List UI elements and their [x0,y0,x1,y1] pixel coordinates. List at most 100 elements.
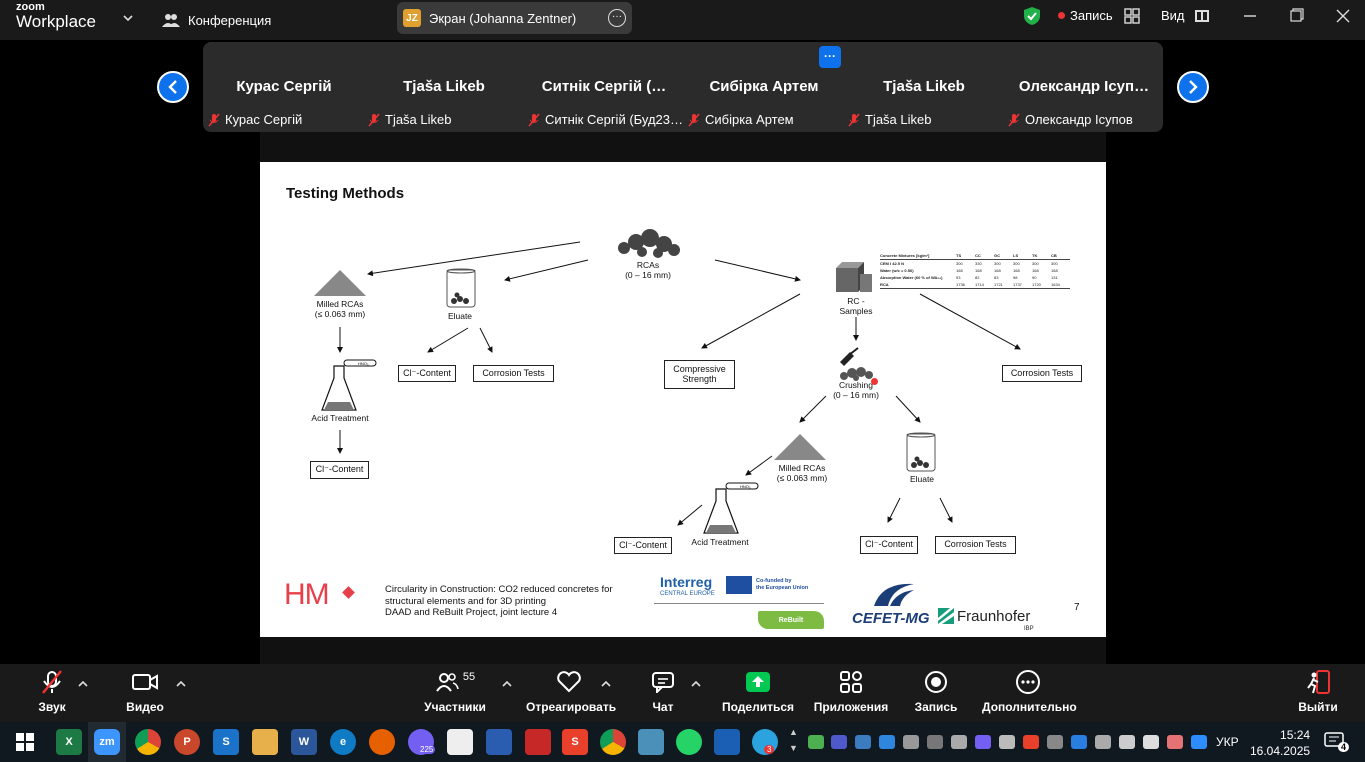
viber-tray-icon[interactable] [975,735,991,749]
tray-app-icon[interactable] [927,735,943,749]
speaker-muted-icon[interactable] [1167,735,1183,749]
chrome-profile-icon[interactable] [600,729,626,755]
strip-more-icon[interactable]: ··· [819,46,841,68]
video-camera-icon [132,674,158,690]
tray-app-icon[interactable] [999,735,1015,749]
word-icon[interactable]: W [291,729,317,755]
screen-share-indicator[interactable]: JZ Экран (Johanna Zentner) ··· [397,2,632,34]
leave-button[interactable]: Выйти [1296,664,1340,722]
usb-tray-icon[interactable] [951,735,967,749]
milled-rcas-range: (≤ 0.063 mm) [776,473,828,483]
security-tray-icon[interactable] [1143,735,1159,749]
cl-content-box: Cl⁻-Content [614,537,672,554]
react-button[interactable]: Отреагировать [526,664,617,722]
chevron-up-icon[interactable] [601,680,611,691]
edge-icon[interactable]: e [330,729,356,755]
system-clock[interactable]: 15:24 16.04.2025 [1250,727,1310,759]
teamviewer-icon[interactable] [714,729,740,755]
prev-page-button[interactable] [157,71,189,103]
chevron-up-icon[interactable] [502,680,512,691]
record-button[interactable]: Запись [912,664,960,722]
wifi-icon[interactable] [1047,735,1063,749]
participant-tile[interactable]: Ситнік Сергій (… Ситнік Сергій (Буд23… [524,74,684,132]
windows-taskbar: X zm P S W e 225 S 3 ▲▼ УКР 15:24 16.04.… [0,722,1365,762]
chevron-up-icon[interactable] [78,680,88,691]
chevron-up-icon[interactable] [176,680,186,691]
volume-icon[interactable] [1119,735,1135,749]
excel-icon[interactable]: X [56,729,82,755]
mic-muted-icon [368,113,380,126]
participant-name-small: Tjaša Likeb [865,112,932,127]
participant-tile[interactable]: Tjaša Likeb Tjaša Likeb [844,74,1004,132]
windows-start-icon[interactable] [12,729,38,755]
tray-overflow-icon[interactable]: ▲▼ [789,727,798,753]
chrome-icon[interactable] [135,729,161,755]
audio-button[interactable]: Звук [30,664,74,722]
react-label: Отреагировать [526,700,617,714]
share-label: Поделиться [722,700,795,714]
mic-tray-icon[interactable] [903,735,919,749]
rc-samples-label-2: Samples [839,306,873,316]
app-s-icon[interactable]: S [213,729,239,755]
tray-app-icon[interactable] [1023,735,1039,749]
chevron-up-icon[interactable] [691,680,701,691]
chat-button[interactable]: Чат [646,664,680,722]
rcas-label: RCAs [636,260,660,270]
conference-menu[interactable]: Конференция [162,10,271,30]
whatsapp-icon[interactable] [676,729,702,755]
more-button[interactable]: Дополнительно [982,664,1077,722]
notifications-badge: 4 [1338,742,1350,752]
participant-tile[interactable]: Сибірка Артем Сибірка Артем [684,74,844,132]
powerpoint-icon[interactable]: P [174,729,200,755]
apps-button[interactable]: Приложения [812,664,890,722]
save-icon[interactable] [486,729,512,755]
tray-app-icon[interactable] [855,735,871,749]
close-icon[interactable] [1336,6,1350,31]
language-indicator[interactable]: УКР [1216,735,1239,749]
tray-app-icon[interactable] [1071,735,1087,749]
table-cell: TK [1032,253,1038,258]
zoom-tray-icon[interactable] [1191,735,1207,749]
video-button[interactable]: Видео [122,664,168,722]
chevron-down-icon[interactable] [122,12,134,27]
eluate-beaker-icon [906,432,936,472]
table-row: Water (w/c = 0.56) 168 168 168 168 168 1… [880,267,1070,274]
table-cell: 1634 [1051,282,1060,287]
participant-tile[interactable]: Олександр Ісуп… Олександр Ісупов [1004,74,1164,132]
compressive-label-1: Compressive [673,363,726,374]
document-icon[interactable] [447,729,473,755]
video-label: Видео [126,700,164,714]
teams-tray-icon[interactable] [831,735,847,749]
zoom-app-icon[interactable]: zm [94,729,120,755]
slide-page-number: 7 [1074,602,1080,613]
tray-app-icon[interactable] [879,735,895,749]
mic-muted-icon [1008,113,1020,126]
minimize-icon[interactable] [1243,6,1257,31]
next-page-button[interactable] [1177,71,1209,103]
notifications-icon[interactable] [1324,732,1344,755]
top-bar: zoom Workplace Конференция JZ Экран (Joh… [0,0,1365,40]
tray-app-icon[interactable] [808,735,824,749]
more-icon[interactable]: ··· [608,9,626,27]
firefox-icon[interactable] [369,729,395,755]
participants-button[interactable]: 55 Участники [420,664,490,722]
tray-app-icon[interactable] [1095,735,1111,749]
participant-name-large: Ситнік Сергій (… [541,78,667,95]
app-s2-icon[interactable]: S [562,729,588,755]
recording-indicator[interactable]: Запись [1058,8,1113,23]
anydesk-icon[interactable] [525,729,551,755]
participant-tile[interactable]: Tjaša Likeb Tjaša Likeb [364,74,524,132]
presenter-avatar: JZ [403,9,421,27]
table-cell: 1737 [1013,282,1022,287]
more-label: Дополнительно [982,700,1077,714]
restore-icon[interactable] [1290,6,1304,31]
security-shield-icon[interactable] [1023,6,1041,31]
gallery-grid-icon[interactable] [1124,8,1140,29]
archive-icon[interactable] [638,729,664,755]
file-explorer-icon[interactable] [252,729,278,755]
table-row: CEM I 42.5 N 300 330 300 300 300 300 [880,260,1070,267]
participant-tile[interactable]: Курас Сергій Курас Сергій [204,74,364,132]
share-button[interactable]: Поделиться [722,664,794,722]
footer-text: Circularity in Construction: CO2 reduced… [385,584,613,619]
view-menu[interactable]: Вид [1161,8,1209,23]
